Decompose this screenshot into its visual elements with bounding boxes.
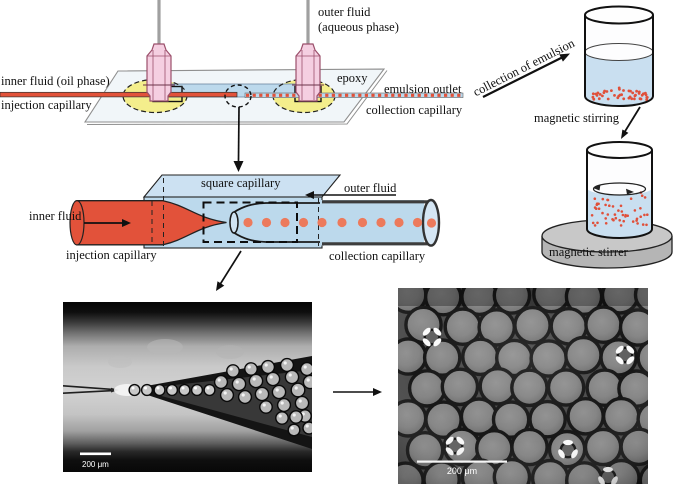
outer-fluid-aqueous-label: outer fluid (aqueous phase): [318, 5, 399, 35]
stirred-beaker: [586, 141, 653, 239]
outer-fluid-arrow: [305, 191, 396, 199]
micrograph-emulsion: [398, 288, 648, 484]
outer-fluid-line2: (aqueous phase): [318, 20, 399, 34]
magnetic-stirrer-label: magnetic stirrer: [549, 245, 628, 259]
stir-arrowhead-left: [593, 184, 601, 191]
injection-capillary-line: [0, 91, 238, 98]
micrograph-droplet-generation: [63, 302, 312, 472]
collection-capillary-mid-label: collection capillary: [329, 249, 426, 263]
dispersed-droplets: [590, 191, 649, 227]
injection-needle: [63, 384, 112, 391]
zoom-arrow-down: [233, 106, 244, 172]
emulsion-outlet-line: [244, 92, 464, 98]
settled-droplets: [591, 86, 649, 102]
scale-label-left: 200 μm: [82, 460, 109, 469]
scale-bar-left: [80, 452, 111, 456]
droplet-cluster: [213, 357, 312, 437]
inner-fluid-mid-label: inner fluid: [29, 209, 82, 223]
stir-arrowhead-right: [626, 188, 634, 195]
stirring-arrow: [621, 106, 641, 139]
scale-bar-right: [417, 460, 507, 463]
injection-capillary-mid-label: injection capillary: [66, 248, 157, 262]
syringe-left: [143, 0, 175, 102]
injection-capillary-top-label: injection capillary: [1, 98, 92, 112]
emulsion-beaker: [584, 5, 654, 107]
square-capillary-label: square capillary: [201, 176, 281, 190]
scale-label-right: 200 μm: [446, 466, 478, 476]
epoxy-label: epoxy: [337, 71, 368, 85]
magnetic-stirring-label: magnetic stirring: [534, 111, 620, 125]
emulsion-outlet-label: emulsion outlet: [384, 82, 462, 96]
inner-fluid-oil-label: inner fluid (oil phase): [1, 74, 110, 88]
junction-highlight-circle: [224, 84, 252, 108]
outer-fluid-mid-label: outer fluid: [344, 181, 397, 195]
collection-capillary-3d: [229, 198, 441, 247]
zoom-arrow-to-micrograph: [216, 250, 242, 291]
collection-arrow: [482, 53, 570, 98]
micrograph-transition-arrow: [333, 388, 382, 396]
outer-fluid-line1: outer fluid: [318, 5, 371, 19]
collection-capillary-top-label: collection capillary: [366, 103, 463, 117]
single-file-droplets: [128, 383, 216, 397]
droplet-stream: [243, 217, 437, 228]
syringe-right: [292, 0, 324, 102]
junction-highlight-box: [202, 201, 298, 243]
inner-fluid-arrow: [84, 219, 131, 227]
